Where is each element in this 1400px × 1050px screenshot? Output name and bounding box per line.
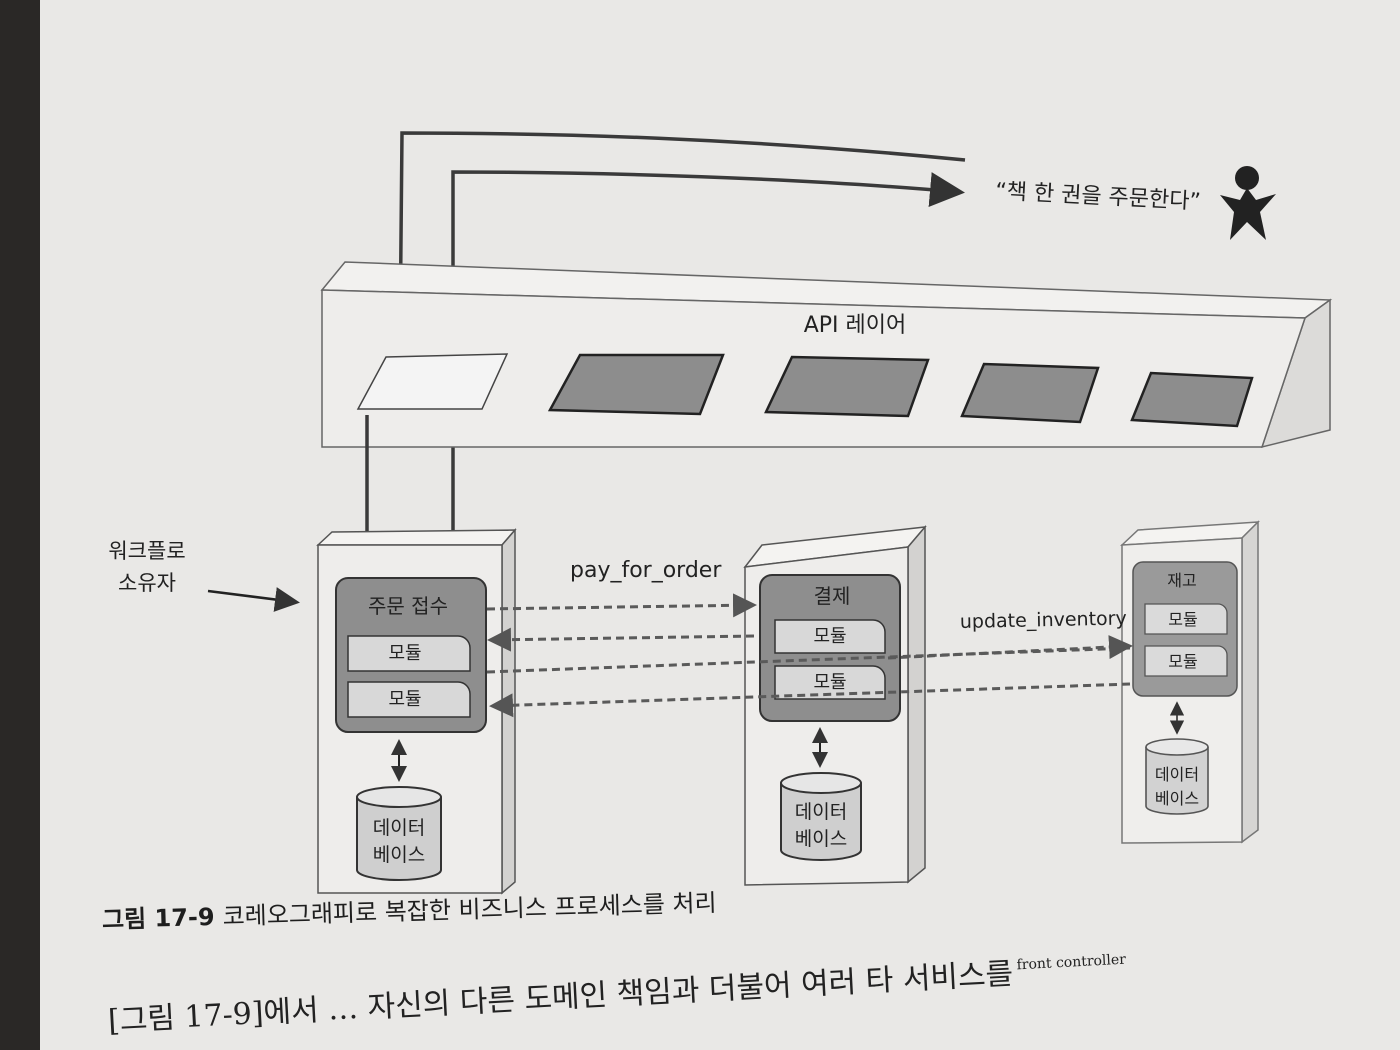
order-service: 주문 접수 모듈 모듈 데이터 베이스: [316, 527, 517, 895]
database-label: 데이터: [795, 801, 847, 823]
module-box: [347, 635, 471, 672]
api-layer-label: API 레이어: [804, 313, 907, 338]
module-box: [774, 619, 886, 654]
module-box: [1144, 603, 1228, 635]
inventory-service-title: 재고: [1167, 571, 1196, 590]
api-endpoint: [764, 355, 930, 418]
workflow-owner-line1: 워크플로: [108, 539, 185, 563]
module-box: [1144, 645, 1228, 677]
api-endpoint-order: [356, 353, 509, 410]
module-label: 모듈: [1168, 652, 1197, 671]
module-label: 모듈: [813, 672, 846, 693]
module-label: 모듈: [388, 689, 421, 710]
database-label: 베이스: [373, 844, 425, 866]
book-page: “책 한 권을 주문한다” API 레이어 워크플로 소유자 주문 접수 모듈 …: [40, 0, 1400, 1050]
footnote-term: front controller: [1016, 951, 1127, 974]
message-update-inventory: update_inventory: [960, 608, 1127, 633]
workflow-owner-line2: 소유자: [118, 571, 176, 595]
quote-text: “책 한 권을 주문한다”: [995, 179, 1202, 215]
request-arrows: [382, 131, 966, 555]
inventory-service: 재고 모듈 모듈 데이터 베이스: [1119, 520, 1260, 844]
database-label: 베이스: [795, 828, 847, 850]
figure-number: 그림 17-9: [101, 902, 215, 934]
message-pay-for-order: pay_for_order: [570, 558, 722, 583]
database-label: 데이터: [1155, 765, 1199, 784]
order-service-title: 주문 접수: [368, 594, 448, 618]
payment-service: 결제 모듈 모듈 데이터 베이스: [743, 524, 927, 886]
person-icon: [1220, 166, 1276, 240]
database-icon: [356, 797, 442, 881]
api-endpoint: [1130, 371, 1254, 428]
module-label: 모듈: [813, 626, 846, 647]
module-label: 모듈: [388, 643, 421, 664]
workflow-owner-arrow: [207, 587, 300, 612]
choreography-diagram: “책 한 권을 주문한다” API 레이어 워크플로 소유자 주문 접수 모듈 …: [108, 131, 1333, 895]
api-endpoint: [960, 362, 1100, 424]
database-label: 베이스: [1155, 789, 1199, 808]
payment-service-title: 결제: [814, 584, 851, 608]
module-label: 모듈: [1168, 610, 1197, 629]
database-icon: [1145, 747, 1209, 815]
api-endpoint: [547, 353, 725, 416]
api-endpoints: [356, 353, 1254, 428]
module-box: [347, 681, 471, 718]
event-flows: [486, 593, 1133, 718]
database-icon: [780, 783, 862, 861]
database-label: 데이터: [373, 817, 425, 839]
module-box: [774, 665, 886, 700]
